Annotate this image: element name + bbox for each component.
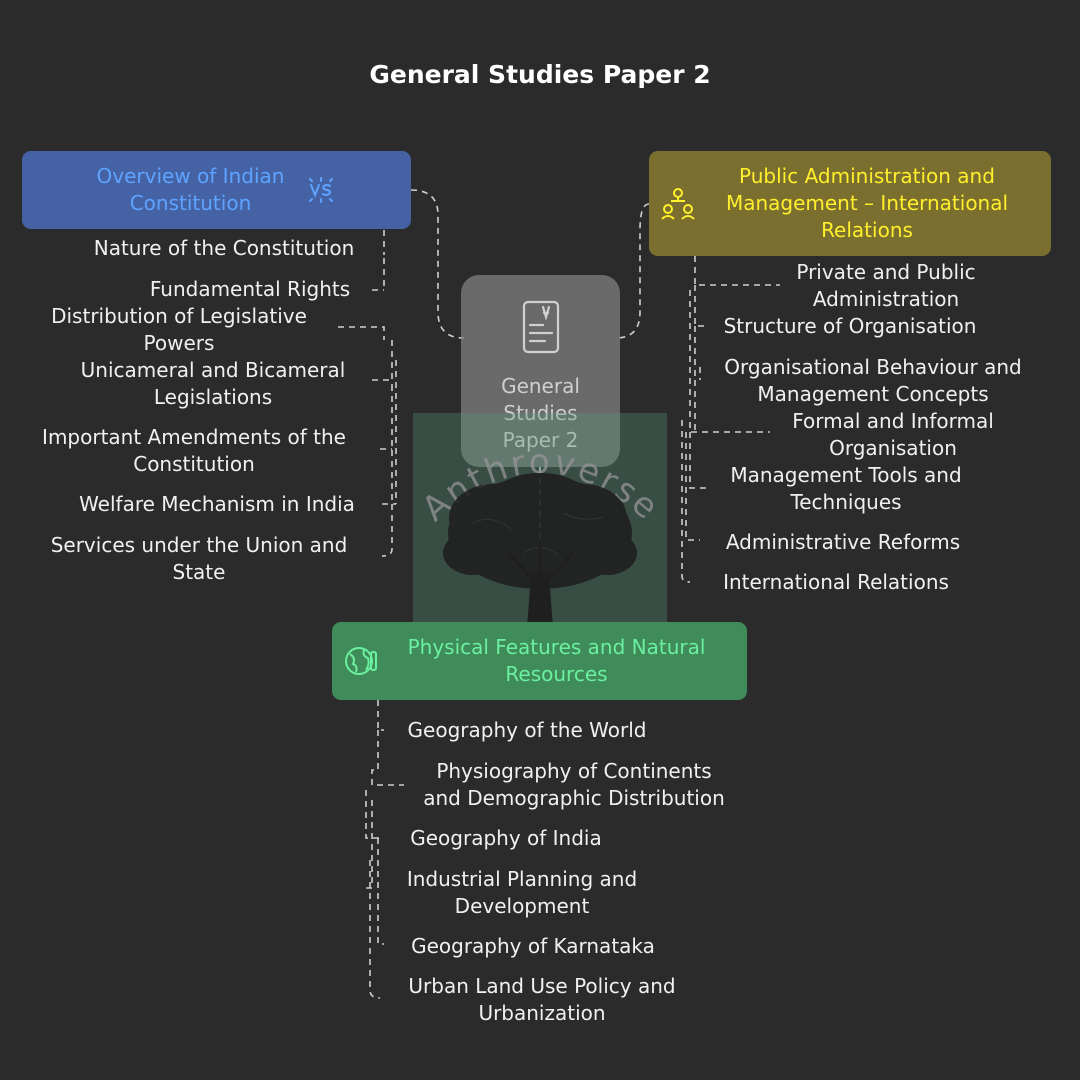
public-admin-item[interactable]: Management Tools and Techniques: [730, 463, 962, 514]
connector-center-to-constitution: [410, 189, 465, 339]
public-admin-item[interactable]: Formal and Informal Organisation: [792, 409, 994, 460]
geography-node[interactable]: Physical Features and Natural Resources: [332, 622, 747, 700]
center-label: General Studies Paper 2: [501, 374, 580, 452]
center-node[interactable]: General Studies Paper 2: [461, 275, 620, 467]
constitution-item[interactable]: Distribution of Legislative Powers: [51, 304, 307, 355]
geography-item[interactable]: Industrial Planning and Development: [406, 867, 638, 918]
geography-item[interactable]: Urban Land Use Policy and Urbanization: [408, 974, 676, 1025]
public-admin-title: Public Administration and Management – I…: [725, 164, 1009, 242]
constitution-item[interactable]: Important Amendments of the Constitution: [42, 425, 346, 476]
geography-item[interactable]: Physiography of Continents and Demograph…: [423, 759, 725, 810]
page-title: General Studies Paper 2: [369, 60, 711, 89]
connector-geography-items: [365, 700, 404, 999]
team-icon: [659, 185, 697, 223]
constitution-item[interactable]: Welfare Mechanism in India: [79, 492, 355, 516]
connector-public-admin-items: [681, 256, 780, 583]
constitution-node[interactable]: Overview of Indian Constitution: [22, 151, 411, 229]
public-admin-node[interactable]: Public Administration and Management – I…: [649, 151, 1051, 256]
constitution-item[interactable]: Fundamental Rights: [149, 277, 351, 301]
public-admin-item[interactable]: Structure of Organisation: [723, 314, 977, 338]
geography-item[interactable]: Geography of Karnataka: [411, 934, 655, 958]
constitution-item[interactable]: Services under the Union and State: [50, 533, 348, 584]
public-admin-item[interactable]: Administrative Reforms: [725, 530, 961, 554]
connector-center-to-public-admin: [615, 203, 650, 339]
connector-constitution-items: [338, 219, 397, 557]
globe-icon: [344, 644, 378, 678]
versus-icon: [306, 175, 336, 205]
geography-title: Physical Features and Natural Resources: [407, 635, 706, 686]
geography-item[interactable]: Geography of India: [410, 826, 602, 850]
public-admin-item[interactable]: Organisational Behaviour and Management …: [724, 355, 1022, 406]
watermark: Anthroverse: [413, 413, 667, 667]
constitution-title: Overview of Indian Constitution: [96, 164, 285, 215]
constitution-item[interactable]: Unicameral and Bicameral Legislations: [80, 358, 346, 409]
document-icon: [521, 299, 561, 359]
geography-item[interactable]: Geography of the World: [407, 718, 647, 742]
public-admin-item[interactable]: Private and Public Administration: [796, 260, 976, 311]
public-admin-item[interactable]: International Relations: [723, 570, 949, 594]
tree-icon: Anthroverse: [415, 442, 665, 657]
constitution-item[interactable]: Nature of the Constitution: [93, 236, 355, 260]
